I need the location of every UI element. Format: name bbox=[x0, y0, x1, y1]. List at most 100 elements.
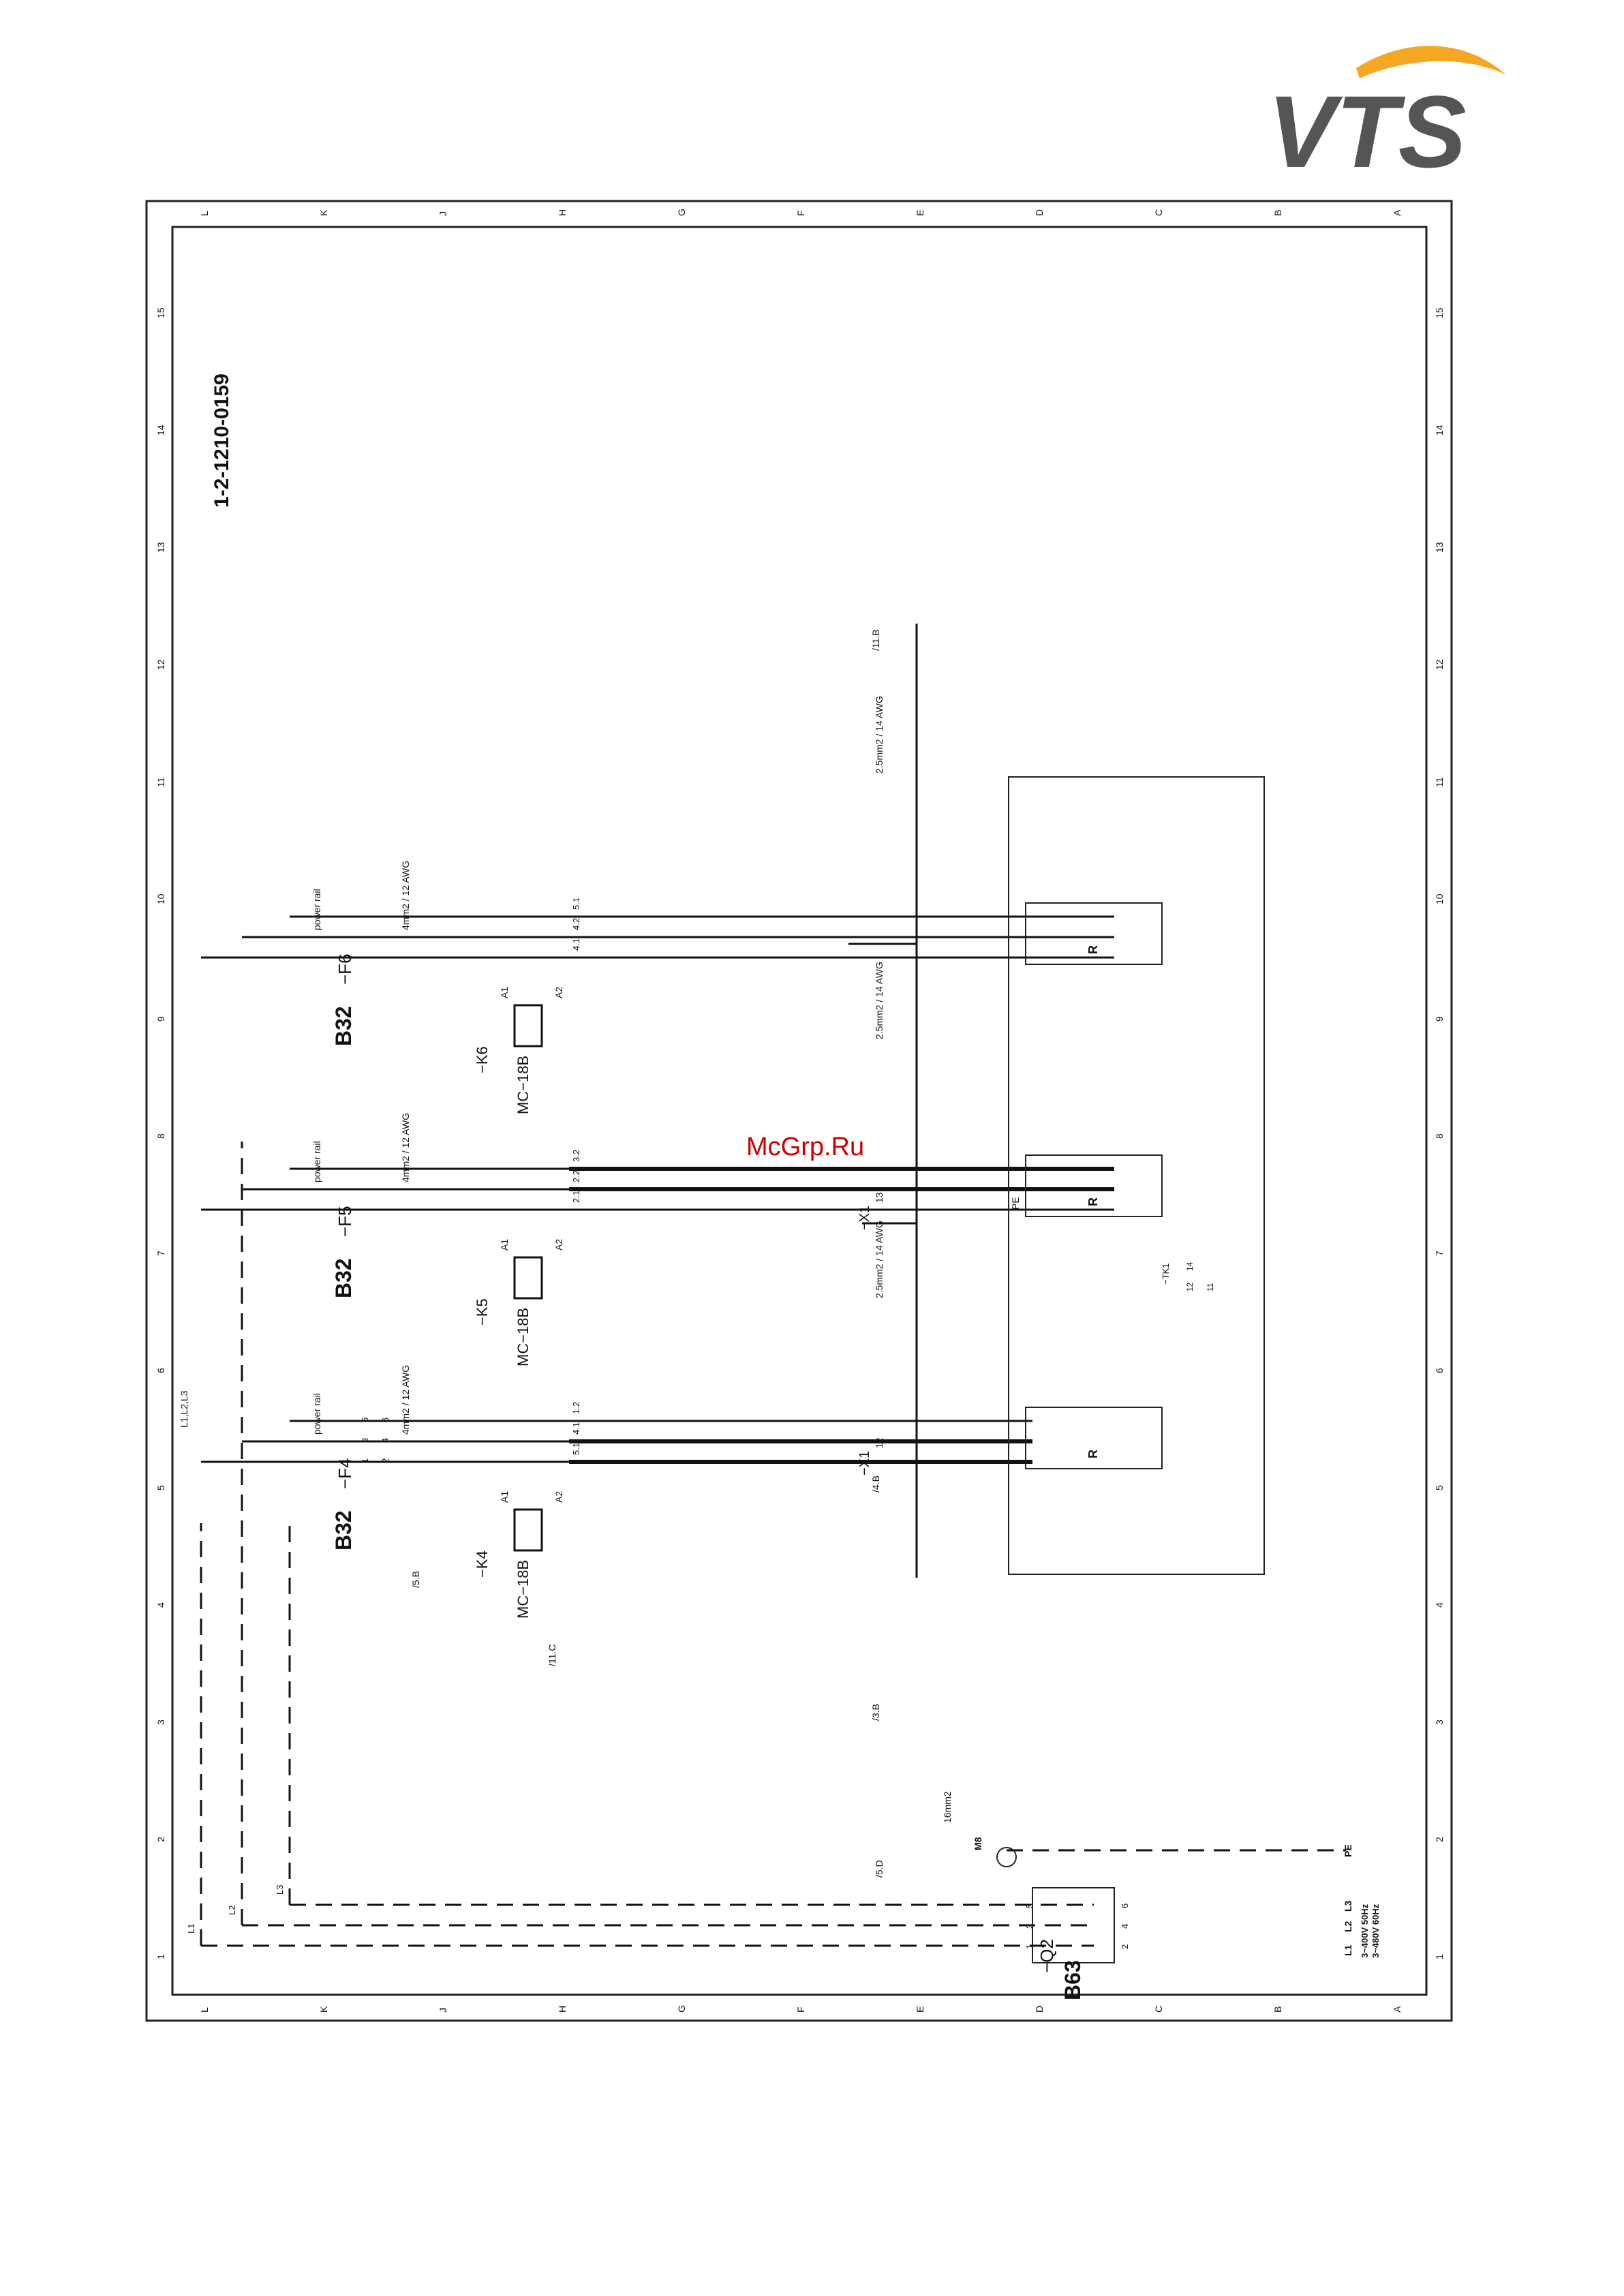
column-letter: C bbox=[1153, 209, 1164, 216]
k6-out: 5.1 bbox=[571, 898, 581, 910]
row-number: 1 bbox=[155, 1954, 166, 1959]
column-letter: A bbox=[1392, 209, 1403, 216]
column-letter: K bbox=[318, 2006, 329, 2012]
k6-out: 4.1 bbox=[571, 938, 581, 951]
q2-pole: 1 bbox=[1024, 1944, 1035, 1949]
row-number: 8 bbox=[1434, 1133, 1445, 1139]
row-number: 9 bbox=[1434, 1016, 1445, 1022]
supply-phase: L3 bbox=[1343, 1900, 1353, 1912]
row-number: 4 bbox=[1434, 1602, 1445, 1608]
pole-number-labels: 1 2 3 4 5 6 bbox=[360, 1418, 390, 1463]
row-number: 11 bbox=[1434, 777, 1445, 787]
f4-cable: 4mm2 / 12 AWG bbox=[400, 1365, 411, 1435]
row-number: 11 bbox=[155, 777, 166, 787]
logo-swoosh bbox=[1356, 46, 1506, 78]
k6-a1: A1 bbox=[499, 987, 510, 998]
supply-labels: L1 L2 L3 3~400V 50Hz 3~480V 60Hz PE L1,L… bbox=[179, 1390, 1381, 1958]
group-f5-k5: power rail 4mm2 / 12 AWG −F5 B32 −K5 MC−… bbox=[201, 1113, 1114, 1366]
column-letter: L bbox=[199, 211, 210, 216]
k5-a2: A2 bbox=[553, 1239, 564, 1251]
f4-rating: B32 bbox=[331, 1510, 356, 1550]
pole-number: 3 bbox=[360, 1438, 370, 1443]
q2-pole: 3 bbox=[1024, 1924, 1035, 1929]
row-number: 14 bbox=[155, 425, 166, 435]
heater-block: R R R PE −TK1 12 14 11 bbox=[1008, 776, 1265, 1575]
f4-rail-label: power rail bbox=[311, 1393, 322, 1435]
k6-model: MC−18B bbox=[515, 1056, 532, 1114]
row-number: 2 bbox=[155, 1837, 166, 1842]
row-number: 9 bbox=[155, 1016, 166, 1022]
row-number: 5 bbox=[1434, 1485, 1445, 1490]
x1-a-tag: −X1 bbox=[857, 1451, 872, 1475]
f6-tag: −F6 bbox=[335, 953, 355, 985]
k4-a2: A2 bbox=[553, 1491, 564, 1503]
ground-label: M8 bbox=[972, 1837, 983, 1850]
column-letter: B bbox=[1272, 210, 1283, 216]
k5-coil bbox=[513, 1256, 543, 1300]
supply-phase: L2 bbox=[1343, 1920, 1353, 1932]
k4-out: 5.1 bbox=[571, 1443, 581, 1455]
signal-cable-label: 2.5mm2 / 14 AWG bbox=[874, 1221, 885, 1298]
q2-pole: 4 bbox=[1120, 1924, 1130, 1929]
bus-label: L1,L2,L3 bbox=[179, 1390, 189, 1428]
outer-frame bbox=[145, 200, 1453, 2022]
row-number: 8 bbox=[155, 1133, 166, 1139]
xref: /11.C bbox=[547, 1644, 557, 1666]
row-number: 12 bbox=[1434, 659, 1445, 670]
pole-number: 6 bbox=[380, 1418, 390, 1422]
row-number: 5 bbox=[155, 1485, 166, 1490]
supply-phase: L1 bbox=[1343, 1944, 1353, 1956]
signal-cables: 2.5mm2 / 14 AWG 2.5mm2 / 14 AWG 2.5mm2 /… bbox=[848, 624, 918, 1578]
k6-out: 4.2 bbox=[571, 918, 581, 930]
heater-mark: R bbox=[1086, 945, 1100, 954]
cross-references: /11.B /4.B /3.B /5.B /11.C /5.D bbox=[410, 629, 885, 1878]
xref: /5.D bbox=[874, 1860, 885, 1878]
column-letter: G bbox=[676, 209, 687, 216]
row-number: 6 bbox=[1434, 1368, 1445, 1373]
supply-spec-2: 3~480V 60Hz bbox=[1370, 1903, 1381, 1958]
k5-out: 2.1 bbox=[571, 1191, 581, 1203]
row-number: 10 bbox=[155, 893, 166, 904]
watermark: McGrp.Ru bbox=[746, 1133, 864, 1161]
row-number: 3 bbox=[155, 1719, 166, 1725]
column-letter: B bbox=[1272, 2006, 1283, 2012]
q2-body bbox=[1032, 1887, 1115, 1963]
row-number: 12 bbox=[155, 659, 166, 670]
k6-a2: A2 bbox=[553, 987, 564, 998]
k4-coil bbox=[513, 1508, 543, 1552]
row-number: 2 bbox=[1434, 1837, 1445, 1842]
group-f4-k4: power rail 4mm2 / 12 AWG −F4 B32 −K4 MC−… bbox=[201, 1365, 1032, 1619]
row-number: 7 bbox=[155, 1251, 166, 1256]
tk-pin: 12 bbox=[1185, 1282, 1195, 1291]
f6-rating: B32 bbox=[331, 1006, 356, 1046]
bus-phase-l1: L1 bbox=[186, 1924, 196, 1933]
column-letter: K bbox=[318, 209, 329, 216]
inner-frame bbox=[171, 226, 1428, 1996]
bus-phase-l3: L3 bbox=[275, 1885, 285, 1895]
row-number: 6 bbox=[155, 1368, 166, 1373]
ground-icon bbox=[996, 1847, 1017, 1867]
heater-element-3 bbox=[1025, 902, 1163, 965]
column-letter: J bbox=[438, 211, 448, 216]
supply-spec-1: 3~400V 50Hz bbox=[1360, 1903, 1370, 1958]
heater-element-1 bbox=[1025, 1407, 1163, 1469]
k5-a1: A1 bbox=[499, 1239, 510, 1251]
row-number: 13 bbox=[155, 542, 166, 553]
row-numbers-left: 1 2 3 4 5 6 7 8 9 10 11 12 13 14 15 bbox=[155, 307, 166, 1959]
k4-out: 4.1 bbox=[571, 1422, 581, 1435]
column-letters-bottom: L K J H G F E D C B A bbox=[199, 2005, 1403, 2012]
x1-a-pin: 12 bbox=[874, 1437, 885, 1448]
supply-pe: PE bbox=[1343, 1844, 1353, 1857]
main-cable: 16mm2 bbox=[942, 1791, 953, 1823]
tk-pin: 11 bbox=[1206, 1283, 1215, 1291]
column-letters-top: L K J H G F E D C B A bbox=[199, 209, 1403, 216]
row-number: 10 bbox=[1434, 893, 1445, 904]
k6-tag: −K6 bbox=[474, 1046, 491, 1073]
k5-out: 3.2 bbox=[571, 1150, 581, 1162]
rotated-drawing: 1-2-1210-0159 1 2 3 4 5 6 7 8 9 10 11 12… bbox=[145, 200, 1453, 2022]
column-letter: A bbox=[1392, 2006, 1403, 2012]
pole-number: 2 bbox=[380, 1458, 390, 1463]
supply-lines bbox=[200, 1142, 1346, 1947]
pole-number: 1 bbox=[360, 1458, 370, 1463]
